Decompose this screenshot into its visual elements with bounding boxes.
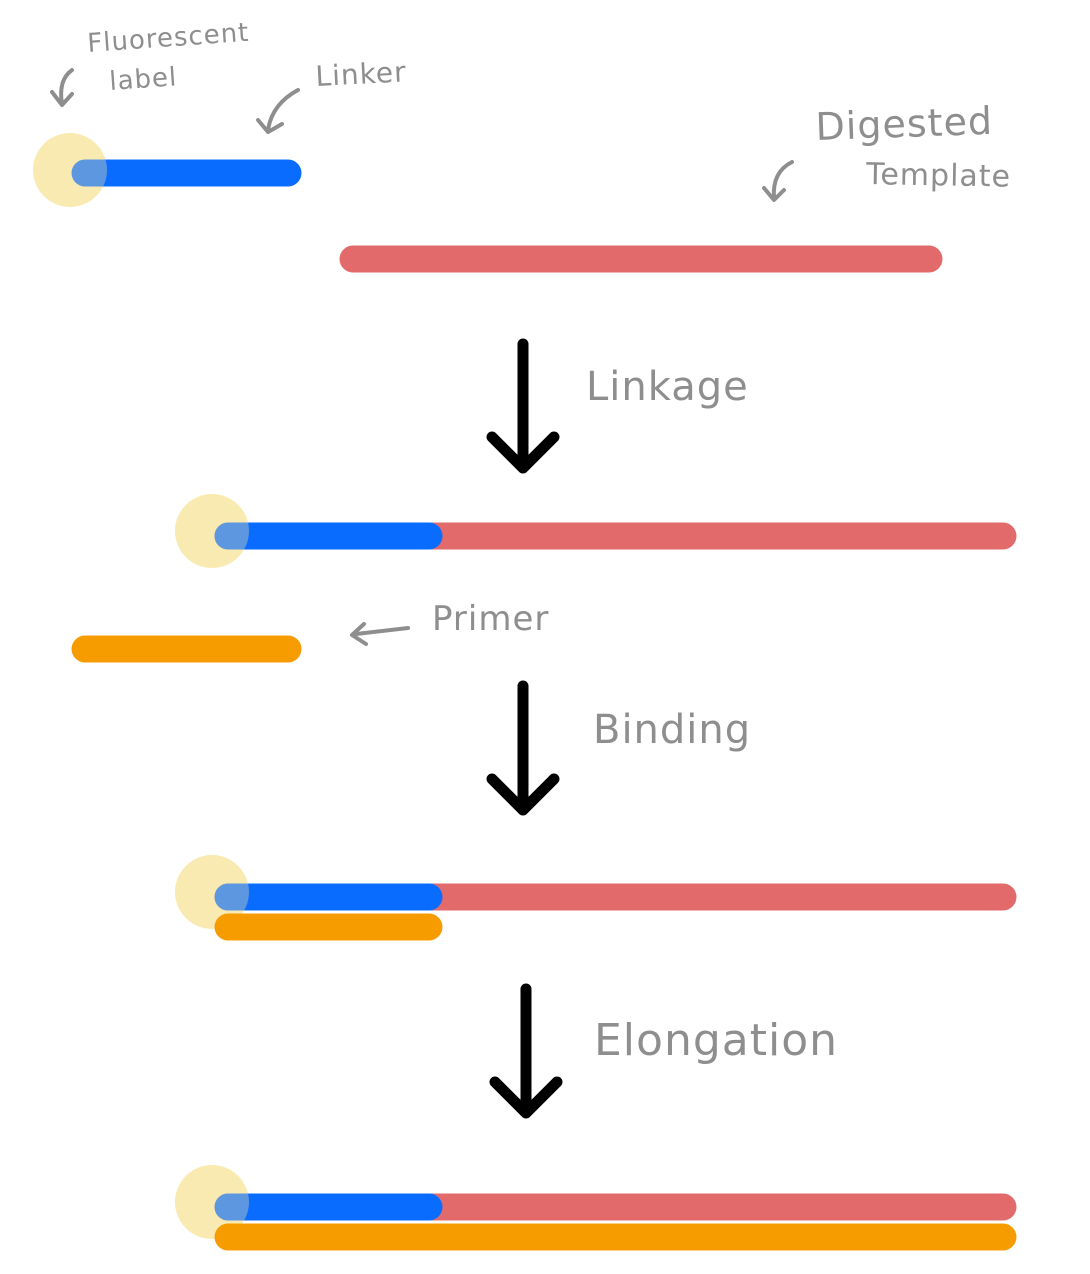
linker-pointer-arrow — [266, 88, 300, 132]
fluorescent-label-annotation-line1: Fluorescent — [86, 18, 250, 59]
step-linkage: Linkage — [486, 338, 749, 474]
stage-elongated-product — [175, 1165, 1017, 1251]
stage-linked-product: Primer — [71, 494, 1017, 663]
step-elongation: Elongation — [489, 983, 838, 1119]
fluorescent-label-pointer-arrow — [59, 68, 74, 106]
binding-step-label: Binding — [593, 707, 751, 753]
stage-primer-bound — [175, 855, 1017, 941]
step-binding: Binding — [486, 680, 751, 816]
elongation-step-label: Elongation — [594, 1015, 838, 1066]
digested-template-pointer-arrow — [771, 160, 794, 200]
linkage-step-label: Linkage — [586, 364, 749, 410]
fluorescent-label-dot — [33, 133, 107, 207]
linker-annotation: Linker — [315, 55, 408, 93]
primer-annotation: Primer — [432, 599, 549, 639]
fluorescent-label-annotation-line2: label — [108, 62, 178, 97]
digested-template-annotation-line1: Digested — [815, 99, 994, 149]
primer-pointer-arrow — [354, 626, 410, 636]
stage-initial-components: Fluorescent label Linker Digested Templa… — [33, 18, 1011, 273]
digested-template-annotation-line2: Template — [865, 157, 1011, 195]
